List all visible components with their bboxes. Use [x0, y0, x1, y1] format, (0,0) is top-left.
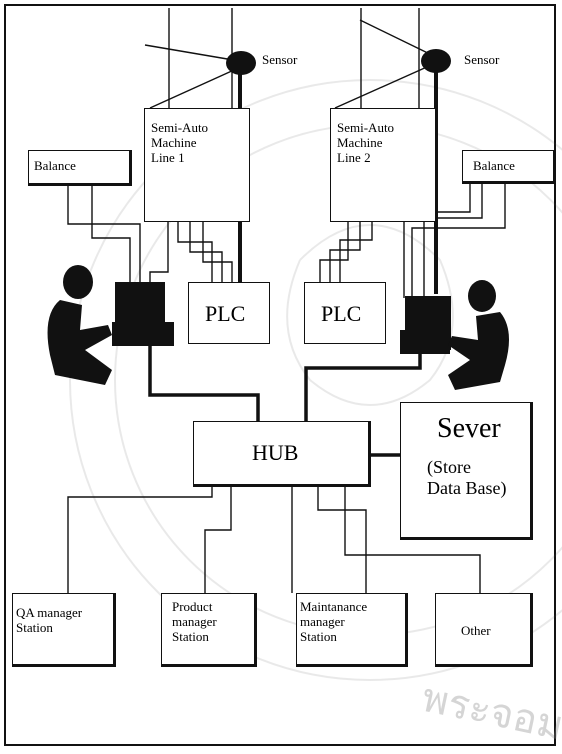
sensor-icon-2 [421, 49, 451, 73]
connection-lines [67, 8, 506, 593]
hub-label: HUB [252, 440, 299, 465]
server-box: Sever (Store Data Base) [400, 402, 533, 540]
server-subtitle: (Store Data Base) [427, 457, 507, 498]
watermark-text: พระจอม [418, 675, 562, 750]
plc-left-box: PLC [188, 282, 270, 344]
left-operator-workstation-icon [47, 265, 174, 385]
station-other-label: Other [461, 623, 491, 638]
machine-line-2-box: Semi-Auto Machine Line 2 [330, 108, 436, 222]
machine-line-2-label: Semi-Auto Machine Line 2 [337, 120, 395, 165]
sensor-icon-1 [226, 51, 256, 75]
station-maintenance-box: Maintanance manager Station [296, 593, 408, 667]
station-maintenance-label: Maintanance manager Station [300, 599, 368, 644]
hub-box: HUB [193, 421, 371, 487]
balance-right-box: Balance [462, 150, 556, 184]
station-other-box: Other [435, 593, 533, 667]
sensor-label-2: Sensor [464, 52, 500, 67]
balance-right-label: Balance [473, 158, 515, 173]
plc-right-label: PLC [321, 301, 362, 326]
plc-right-box: PLC [304, 282, 386, 344]
station-product-label: Product manager Station [172, 599, 217, 644]
balance-left-label: Balance [34, 158, 76, 173]
station-product-box: Product manager Station [161, 593, 257, 667]
station-qa-box: QA manager Station [12, 593, 116, 667]
server-title: Sever [437, 413, 501, 444]
balance-left-box: Balance [28, 150, 132, 186]
machine-line-1-label: Semi-Auto Machine Line 1 [151, 120, 209, 165]
plc-left-label: PLC [205, 301, 246, 326]
station-qa-label: QA manager Station [16, 605, 83, 635]
sensor-label-1: Sensor [262, 52, 298, 67]
diagram-frame [4, 4, 556, 746]
right-operator-workstation-icon [400, 280, 509, 390]
machine-line-1-box: Semi-Auto Machine Line 1 [144, 108, 250, 222]
